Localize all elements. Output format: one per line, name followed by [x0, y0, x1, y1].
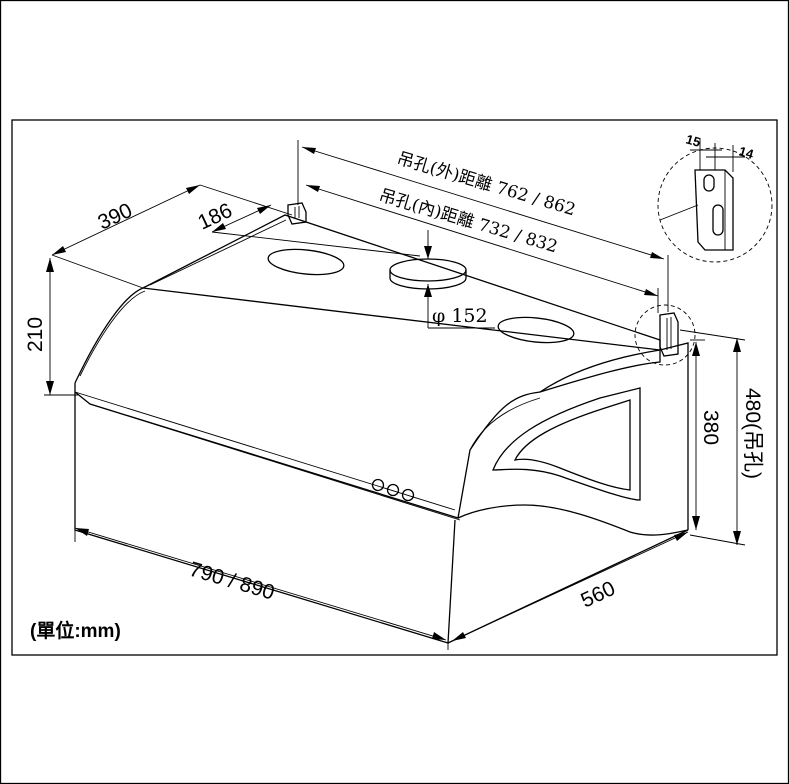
label-detail-right: 14: [737, 143, 756, 162]
label-height-total: 480(吊孔): [741, 388, 764, 479]
dim-depth-top: [51, 184, 293, 289]
dim-height-front: [44, 258, 78, 396]
dim-offset: [211, 204, 421, 257]
diagram-frame: [11, 119, 778, 656]
dim-duct-diameter: [424, 230, 495, 329]
bracket-detail-marker: [634, 304, 696, 366]
hood-body: [74, 214, 689, 644]
label-depth-top: 390: [94, 199, 135, 235]
control-button-2: [386, 483, 400, 497]
filter-hole-left: [267, 248, 345, 276]
label-detail-left: 15: [684, 131, 702, 149]
dim-hole-outer: [297, 140, 669, 312]
bracket-left: [287, 202, 307, 225]
dim-width: [74, 527, 449, 650]
dim-height-total: [679, 329, 746, 546]
bracket-right: [659, 312, 679, 357]
bracket-detail-inset: [657, 138, 773, 263]
label-width: 790 / 890: [187, 558, 278, 605]
control-button-3: [401, 488, 415, 502]
label-depth: 560: [577, 577, 618, 613]
dim-height-side: [690, 339, 705, 530]
label-offset: 186: [194, 199, 235, 235]
label-duct-diameter: φ 152: [432, 305, 488, 327]
label-unit: (單位:mm): [30, 619, 121, 642]
dim-depth: [451, 531, 689, 642]
filter-hole-right: [497, 316, 575, 344]
label-height-front: 210: [24, 317, 47, 352]
dim-hole-inner: [305, 184, 659, 313]
label-height-side: 380: [699, 410, 722, 445]
control-button-1: [371, 478, 385, 492]
